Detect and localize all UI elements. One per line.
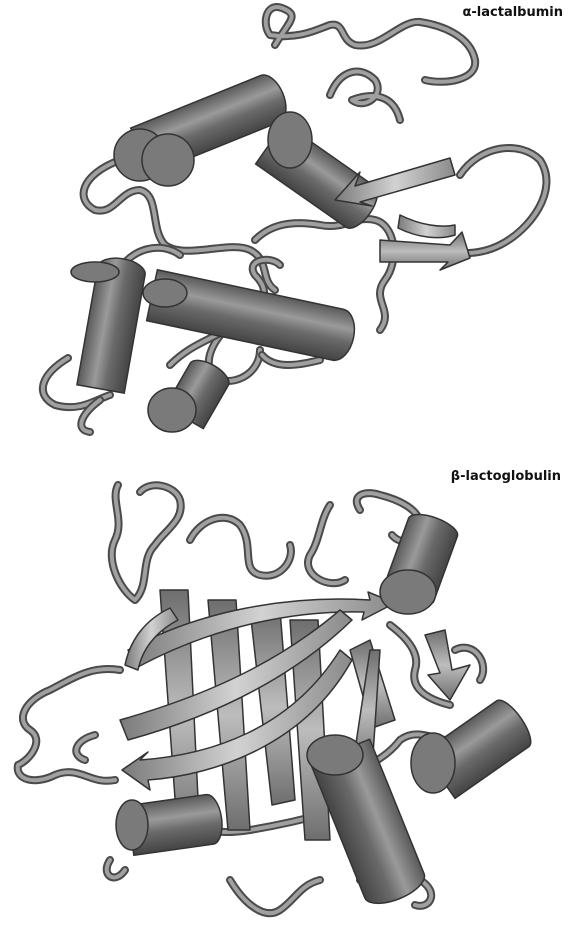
alpha-helix-5 — [148, 355, 233, 432]
alpha-beta-strand-1 — [335, 158, 455, 206]
beta-helix-bottom-left — [116, 793, 225, 855]
alpha-lactalbumin-structure — [43, 7, 547, 432]
alpha-beta-strand-3 — [398, 215, 455, 238]
alpha-helix-4 — [143, 270, 359, 364]
beta-helix-top-right — [380, 509, 461, 614]
alpha-helix-2 — [256, 112, 385, 234]
beta-lactoglobulin-structure — [18, 485, 537, 913]
alpha-helix-3 — [71, 255, 147, 393]
alpha-lactalbumin-label: α-lactalbumin — [462, 5, 563, 20]
beta-helix-right — [411, 695, 537, 798]
beta-side-strand-1 — [425, 630, 470, 700]
beta-lactoglobulin-label: β-lactoglobulin — [451, 469, 561, 484]
